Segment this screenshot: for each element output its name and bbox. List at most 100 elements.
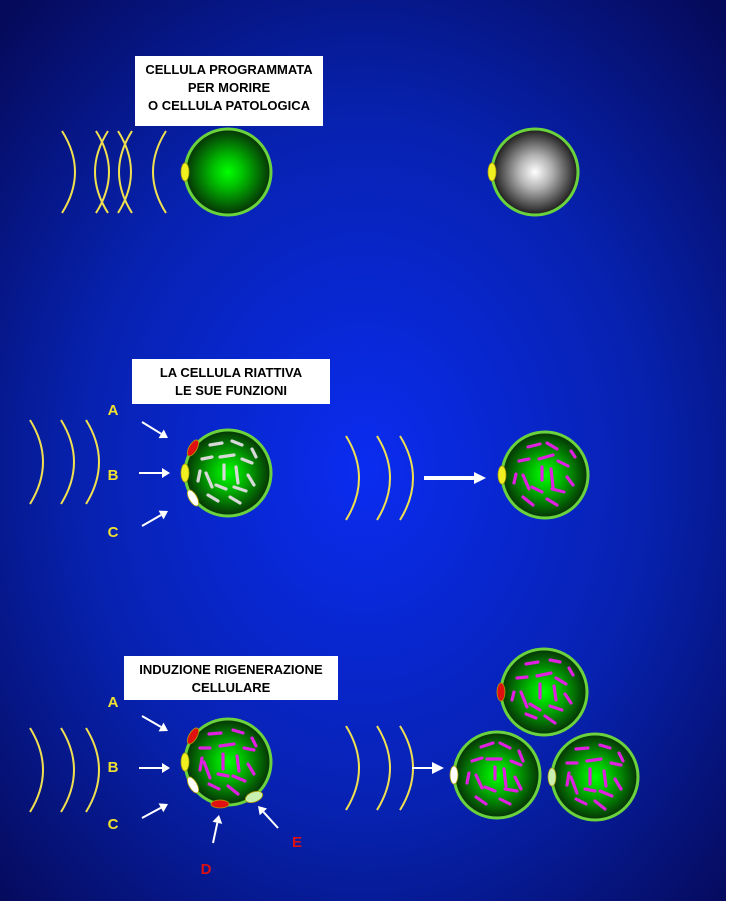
cell-new-left (452, 730, 542, 820)
chromosomes-right-strand (617, 751, 625, 763)
label-e-bottom: E (292, 834, 302, 851)
chromosomes-left-strand (517, 749, 525, 763)
wave-r2-2 (60, 419, 75, 505)
caption-cell-regeneration: INDUZIONE RIGENERAZIONE CELLULARE (124, 656, 338, 700)
receptor-yellow-r1b (487, 162, 497, 182)
wave-r2-4 (345, 435, 360, 521)
chromosomes-r2-strand (549, 467, 555, 489)
chromosomes-left-strand (470, 756, 484, 763)
cell-new-right-body (550, 732, 640, 822)
label-b-middle: B (108, 467, 119, 484)
arrow-r2-long (424, 472, 486, 484)
chromosomes-r2-strand (550, 487, 566, 494)
receptor-white-left (449, 765, 459, 785)
arrow-r3-c (141, 803, 168, 819)
caption-programmed-line-2: PER MORIRE (187, 80, 271, 95)
chromosomes-left-strand (513, 775, 523, 791)
label-c-middle: C (108, 524, 119, 541)
chromosomes-left-strand (483, 785, 497, 793)
label-a-bottom: A (108, 694, 119, 711)
label-c-bottom: C (108, 816, 119, 833)
chromosomes-left-strand (465, 771, 471, 785)
receptor-yellow-r3 (180, 752, 190, 772)
arrow-r2-long-head (474, 472, 486, 484)
chromosomes-right-strand (574, 797, 588, 806)
chromosomes-r3-strand (231, 774, 247, 783)
receptor-yellow-r2b (497, 465, 507, 485)
wave-r1-5 (118, 130, 133, 214)
chromosomes-left-strand (479, 741, 495, 749)
arrow-r2-c (141, 510, 168, 527)
arrow-r3-a-shaft (141, 715, 162, 728)
arrow-r2-b-head (162, 468, 170, 478)
cell-new-right (550, 732, 640, 822)
chromosomes-right-strand (574, 746, 590, 751)
chromosomes-right-strand (585, 757, 603, 763)
chromosomes-left (465, 741, 525, 806)
chromosomes-left-strand (498, 741, 512, 750)
chromosomes-r2-strand (530, 485, 544, 494)
cell-programmed (183, 127, 273, 217)
chromosomes-top-strand (554, 676, 568, 686)
chromosomes-top-strand (519, 690, 529, 709)
chromosomes-r2-strand (537, 453, 555, 461)
chromosomes-top-strand (524, 660, 540, 666)
fragments-r2-strand (196, 469, 202, 483)
fragments-r2-strand (246, 473, 256, 487)
chromosomes-left-strand (503, 787, 519, 793)
fragments-r2-strand (250, 447, 258, 459)
receptor-pale-e-r3 (244, 790, 264, 804)
receptor-red-top (496, 682, 506, 702)
arrow-r3-c-shaft (141, 806, 162, 819)
chromosomes-top-strand (563, 692, 573, 705)
chromosomes-r2-strand (556, 459, 570, 468)
fragments-r2-strand (200, 455, 214, 461)
arrow-r3-a-head (158, 722, 168, 732)
wave-r3-1 (29, 727, 44, 813)
chromosomes-r3-strand (207, 731, 223, 736)
caption-reactivates-line-1: LA CELLULA RIATTIVA (159, 365, 303, 380)
cell-dead-body (490, 127, 580, 217)
chromosomes-top-strand (528, 702, 542, 712)
receptor-yellow-r2 (180, 463, 190, 483)
arrow-r3-long (412, 762, 444, 774)
label-d-bottom: D (201, 861, 212, 878)
chromosomes-right-strand (569, 775, 579, 795)
receptor-red-r3 (186, 727, 200, 745)
chromosomes-right-strand (583, 787, 597, 793)
caption-programmed-cell: CELLULA PROGRAMMATA PER MORIRE O CELLULA… (135, 56, 323, 126)
wave-r2-5 (376, 435, 391, 521)
receptor-red-r2 (186, 439, 200, 457)
chromosomes-r3-strand (216, 772, 230, 778)
chromosomes-right (565, 743, 625, 811)
chromosomes-top-strand (524, 712, 538, 720)
caption-programmed-line-3: O CELLULA PATOLOGICA (147, 98, 310, 113)
arrow-r3-long-head (432, 762, 444, 774)
fragments-r2-strand (206, 493, 220, 503)
arrow-r2-a-head (158, 429, 168, 439)
chromosomes-top (510, 658, 575, 725)
arrow-r2-a (141, 421, 168, 439)
arrow-r3-e-head (258, 806, 268, 816)
arrow-r3-a (141, 715, 168, 732)
wave-r3-2 (60, 727, 75, 813)
label-b-bottom: B (108, 759, 119, 776)
chromosomes-right-strand (613, 777, 623, 791)
chromosomes-r2-strand (521, 495, 535, 507)
fragments-r2-strand (240, 457, 254, 465)
label-a-middle: A (108, 402, 119, 419)
chromosomes-left-strand (474, 773, 484, 790)
arrow-r3-e-shaft (262, 811, 279, 829)
cell-programmed-body (183, 127, 273, 217)
chromosomes-right-strand (602, 769, 608, 788)
caption-regeneration-line-1: INDUZIONE RIGENERAZIONE (139, 662, 323, 677)
chromosomes-r2-strand (517, 457, 531, 463)
fragments-r2-strand (228, 495, 242, 505)
chromosomes-left-strand (474, 795, 488, 806)
chromosomes-r2-strand (512, 472, 518, 485)
chromosomes-right-strand (593, 799, 607, 811)
chromosomes-r2-strand (545, 441, 559, 451)
chromosomes-right-strand (598, 789, 614, 798)
wave-r1-6 (152, 130, 167, 214)
